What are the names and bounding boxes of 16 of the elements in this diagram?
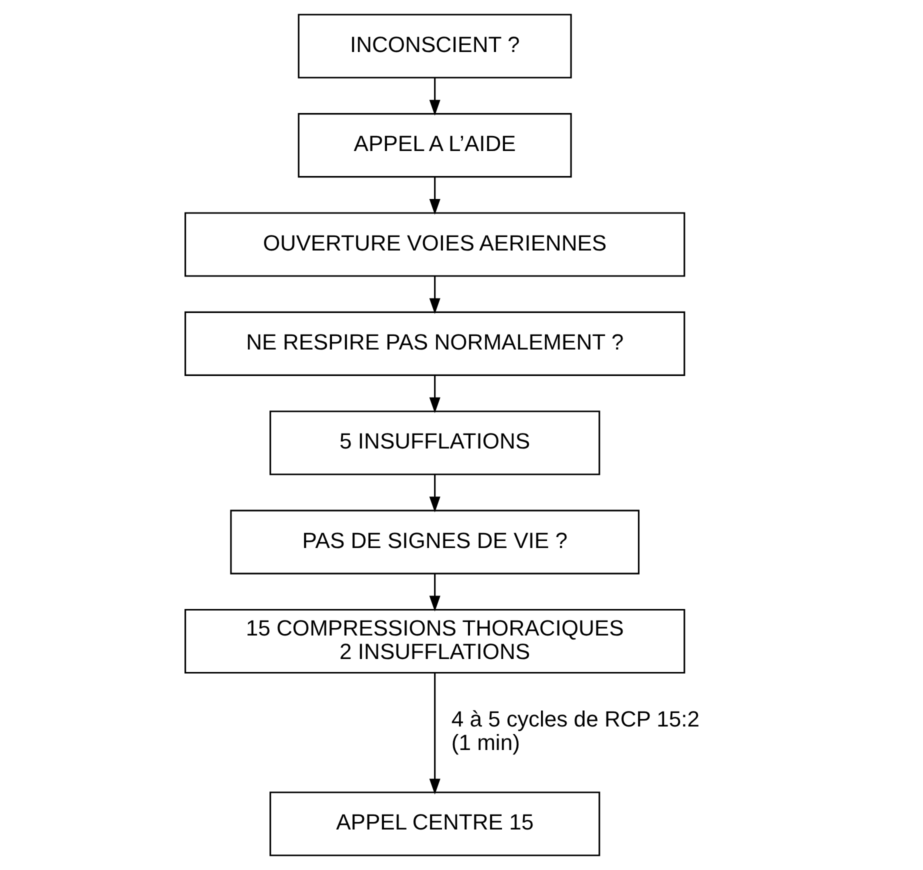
arrow [428,276,440,314]
arrow [428,672,440,795]
node-box: NE RESPIRE PAS NORMALEMENT ? [184,311,685,376]
arrow [428,177,440,215]
node-box: INCONSCIENT ? [297,14,572,78]
arrow [428,376,440,414]
node-box: 15 COMPRESSIONS THORACIQUES 2 INSUFFLATIONS [184,608,685,674]
node-box: APPEL A L’AIDE [297,113,572,178]
arrow [428,78,440,116]
node-box: PAS DE SIGNES DE VIE ? [230,510,640,574]
arrow [428,474,440,512]
arrow [428,574,440,612]
node-box: 5 INSUFFLATIONS [269,410,600,476]
node-box: APPEL CENTRE 15 [269,792,600,856]
edge-label: 4 à 5 cycles de RCP 15:2 (1 min) [450,706,700,756]
node-box: OUVERTURE VOIES AERIENNES [184,212,685,277]
